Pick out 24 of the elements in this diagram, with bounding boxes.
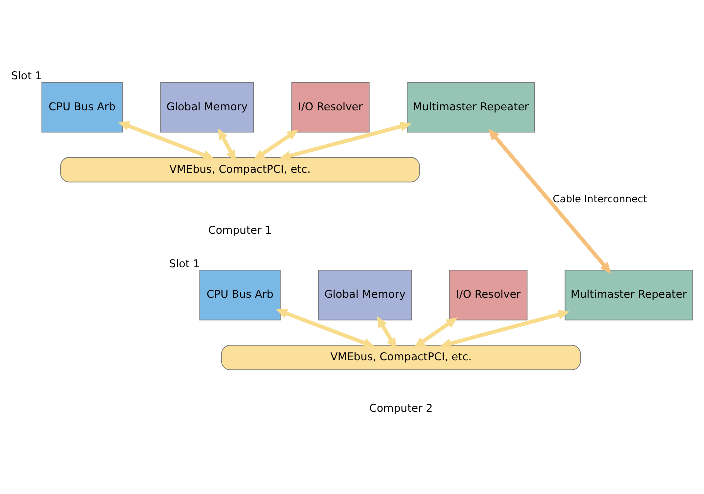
- node-box: VMEbus, CompactPCI, etc.: [60, 157, 420, 183]
- arrow: [276, 309, 376, 348]
- node-box: CPU Bus Arb: [200, 270, 281, 321]
- node-label: Slot 1: [11, 70, 42, 83]
- label: Computer 2: [369, 402, 434, 415]
- node-box: Global Memory: [318, 270, 412, 321]
- arrow: [279, 122, 412, 161]
- edge-label: Cable Interconnect: [553, 194, 648, 206]
- arrow: [414, 318, 458, 348]
- node-box: I/O Resolver: [292, 82, 370, 133]
- arrow: [440, 310, 570, 349]
- node-box: Multimaster Repeater: [564, 270, 693, 321]
- node-box: Multimaster Repeater: [407, 82, 536, 133]
- arrow: [377, 316, 397, 350]
- label: Computer 1: [208, 224, 272, 238]
- node-box: I/O Resolver: [450, 270, 528, 321]
- node-box: VMEbus, CompactPCI, etc.: [221, 345, 582, 370]
- arrow: [254, 130, 299, 160]
- arrow: [118, 122, 215, 160]
- node-box: CPU Bus Arb: [42, 82, 123, 133]
- node-box: Global Memory: [160, 82, 254, 133]
- node-label: Slot 1: [169, 257, 200, 270]
- arrow: [488, 128, 612, 274]
- arrow: [218, 128, 236, 162]
